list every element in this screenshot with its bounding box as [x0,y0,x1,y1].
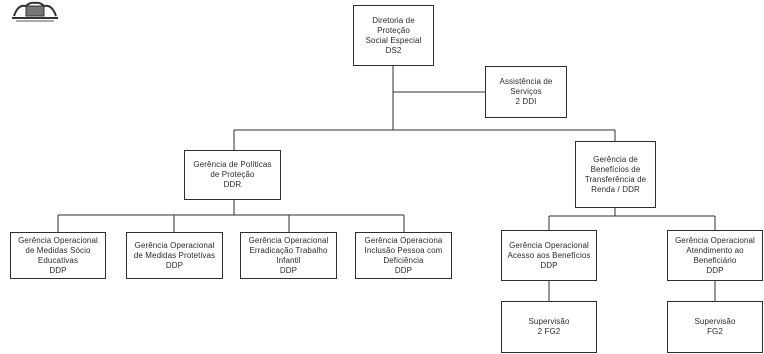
box-label: Diretoria de Proteção Social Especial DS… [365,15,422,55]
box-gerencia-atendimento-beneficiario: Gerência Operacional Atendimento ao Bene… [667,230,763,281]
box-gerencia-inclusao-pessoa-deficiencia: Gerência Operaciona Inclusão Pessoa com … [355,232,452,279]
box-label: Gerência de Políticas de Proteção DDR [193,160,272,189]
box-gerencia-medidas-protetivas: Gerência Operacional de Medidas Protetiv… [126,232,223,279]
box-label: Gerência Operacional Acesso aos Benefíci… [507,240,591,270]
box-diretoria-protecao-social: Diretoria de Proteção Social Especial DS… [353,5,434,66]
coat-of-arms-logo [12,1,58,22]
box-assistencia-servicos: Assistência de Serviços 2 DDI [485,66,567,118]
box-gerencia-politicas-protecao: Gerência de Políticas de Proteção DDR [184,150,281,200]
box-label: Gerência Operaciona Inclusão Pessoa com … [364,235,443,275]
box-label: Gerência de Benefícios de Transferência … [584,154,647,194]
box-label: Gerência Operacional de Medidas Sócio Ed… [18,235,98,275]
box-gerencia-erradicacao-trabalho-infantil: Gerência Operacional Erradicação Trabalh… [240,232,337,279]
box-gerencia-beneficios-transferencia: Gerência de Benefícios de Transferência … [575,141,656,208]
box-label: Supervisão FG2 [694,317,736,336]
box-supervisao-2fg2: Supervisão 2 FG2 [501,301,597,353]
box-label: Gerência Operacional Erradicação Trabalh… [248,235,329,275]
box-label: Assistência de Serviços 2 DDI [499,77,553,106]
box-label: Supervisão 2 FG2 [528,317,570,336]
box-gerencia-medidas-socio-educativas: Gerência Operacional de Medidas Sócio Ed… [10,232,106,279]
box-label: Gerência Operacional de Medidas Protetiv… [133,240,216,270]
box-gerencia-acesso-beneficios: Gerência Operacional Acesso aos Benefíci… [501,230,597,281]
box-label: Gerência Operacional Atendimento ao Bene… [675,235,755,275]
box-supervisao-fg2: Supervisão FG2 [667,301,763,353]
